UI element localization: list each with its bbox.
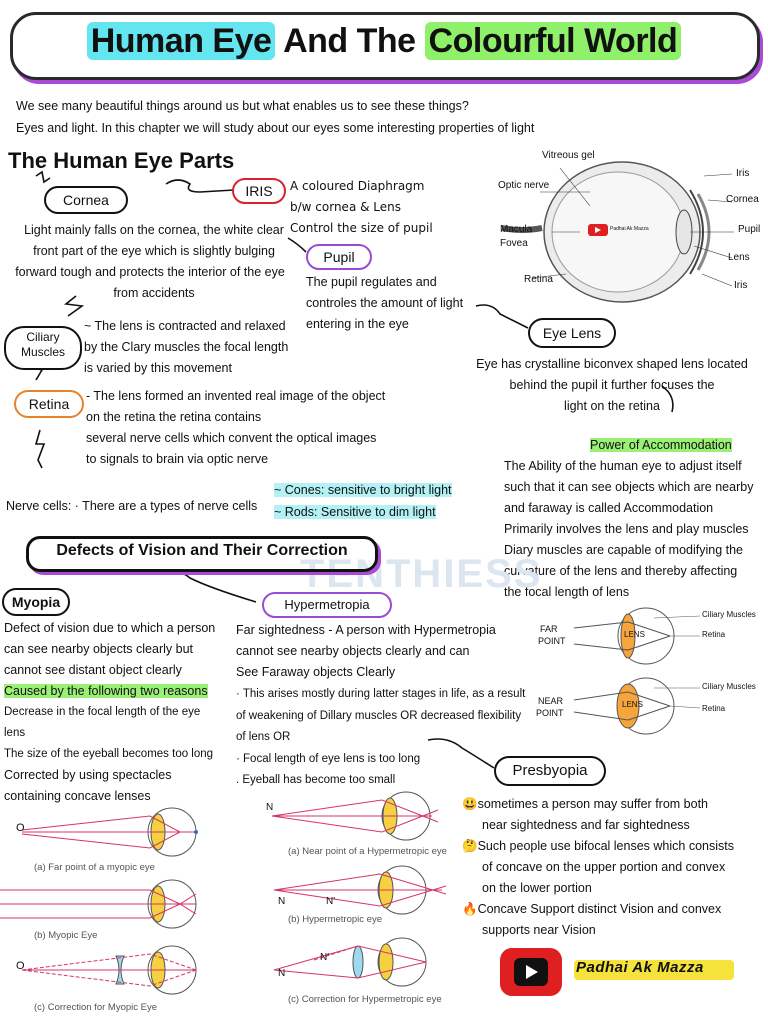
label-vitreous: Vitreous gel xyxy=(542,150,595,161)
hypermetropia-causes: · This arises mostly during latter stage… xyxy=(236,688,526,786)
myopia-correction-diagram xyxy=(21,945,197,995)
near-point-lens-diagram xyxy=(573,677,701,735)
defects-heading-frame xyxy=(26,536,378,572)
hypermetropia-svg xyxy=(271,791,447,987)
label-iris-top: Iris xyxy=(736,168,750,179)
eye-lens-text: Eye has crystalline biconvex shaped lens… xyxy=(476,357,748,413)
eye-diagram-badge: Padhai Ak Mazza xyxy=(610,226,649,232)
defects-heading: Defects of Vision and Their Correction xyxy=(56,542,348,559)
accommodation-svg xyxy=(573,607,701,735)
presbyopia-item-3: 🔥Concave Support distinct Vision and con… xyxy=(462,902,722,937)
hyper-caption-c: (c) Correction for Hypermetropic eye xyxy=(288,994,442,1005)
myopia-label: Myopia xyxy=(2,588,70,616)
hypermetropia-text: Far sightedness - A person with Hypermet… xyxy=(236,623,496,679)
hyper-n-label-c: N xyxy=(278,968,286,979)
label-fovea: Fovea xyxy=(500,238,528,249)
myopia-caption-b: (b) Myopic Eye xyxy=(34,930,98,941)
youtube-logo-icon xyxy=(500,948,562,996)
nerve-cells-text: Nerve cells: · There are a types of nerv… xyxy=(6,499,258,513)
near-lens-label: LENS xyxy=(622,700,643,709)
eye-lens-label: Eye Lens xyxy=(528,318,616,348)
hyper-n-label-a: N xyxy=(266,802,274,813)
retina-text: - The lens formed an invented real image… xyxy=(86,389,386,466)
eye-anatomy-svg xyxy=(501,161,734,303)
presbyopia-item-2: 🤔Such people use bifocal lenses which co… xyxy=(462,839,734,895)
hyper-correction-diagram xyxy=(273,937,427,987)
myopia-far-point-diagram xyxy=(21,807,198,857)
accommodation-text: The Ability of the human eye to adjust i… xyxy=(504,459,754,599)
near-retina-label: Retina xyxy=(702,704,726,713)
myopia-diagrams: O O (a) Far point of a myopic eye (b) My… xyxy=(0,807,230,1022)
myopia-svg xyxy=(0,807,198,995)
hyper-near-point-diagram xyxy=(271,791,439,841)
label-optic-nerve: Optic nerve xyxy=(498,180,550,191)
iris-text: A coloured Diaphragm b/w cornea & Lens C… xyxy=(290,179,433,235)
far-lens-label: LENS xyxy=(624,630,645,639)
myopia-caption-c: (c) Correction for Myopic Eye xyxy=(34,1002,158,1013)
ciliary-text: ~ The lens is contracted and relaxed by … xyxy=(84,319,289,375)
label-macula: Macula xyxy=(500,224,533,235)
far-ciliary-label: Ciliary Muscles xyxy=(702,610,756,619)
smile-emoji-icon: 😃 xyxy=(462,797,478,811)
accommodation-diagrams: FAR POINT LENS Ciliary Muscles Retina NE… xyxy=(530,607,766,744)
far-point-lens-diagram xyxy=(573,607,701,665)
label-lens: Lens xyxy=(728,252,750,263)
label-iris-bottom: Iris xyxy=(734,280,748,291)
label-retina: Retina xyxy=(524,274,553,285)
myopia-o-label: O xyxy=(16,822,25,834)
fire-emoji-icon: 🔥 xyxy=(462,902,478,916)
near-label: NEAR xyxy=(538,696,564,706)
pupil-text: The pupil regulates and controles the am… xyxy=(306,275,464,331)
cones-text: ~ Cones: sensitive to bright light xyxy=(274,483,452,497)
myopia-caption-a: (a) Far point of a myopic eye xyxy=(34,862,155,873)
presbyopia-label: Presbyopia xyxy=(494,756,606,786)
page-title: Human Eye And The Colourful World xyxy=(0,22,768,61)
rods-text: ~ Rods: Sensitive to dim light xyxy=(274,505,436,519)
hypermetropia-label: Hypermetropia xyxy=(262,592,392,618)
myopia-text: Defect of vision due to which a person c… xyxy=(4,621,216,803)
far-point-label: POINT xyxy=(538,636,566,646)
parts-heading: The Human Eye Parts xyxy=(8,148,235,173)
label-pupil: Pupil xyxy=(738,224,761,235)
watermark: TENTHIESS xyxy=(300,552,543,596)
myopia-o-label-2: O xyxy=(16,960,25,972)
near-point-label: POINT xyxy=(536,708,564,718)
intro-line-1: We see many beautiful things around us b… xyxy=(16,99,469,113)
hyper-n-label-b: N xyxy=(278,896,286,907)
hyper-caption-a: (a) Near point of a Hypermetropic eye xyxy=(288,846,447,857)
label-cornea: Cornea xyxy=(726,194,759,205)
brand-name: Padhai Ak Mazza xyxy=(576,959,704,976)
hyper-n-prime-label-c: N' xyxy=(320,952,330,963)
brand-highlight xyxy=(574,960,734,980)
eye-anatomy-diagram: Vitreous gel Optic nerve Macula Fovea Re… xyxy=(494,148,764,308)
intro-line-2: Eyes and light. In this chapter we will … xyxy=(16,121,535,135)
myopia-eye-diagram xyxy=(0,879,197,929)
presbyopia-items: 😃sometimes a person may suffer from both… xyxy=(462,794,762,941)
hyper-eye-diagram xyxy=(273,865,447,915)
play-icon xyxy=(514,958,548,986)
accommodation-label: Power of Accommodation xyxy=(590,438,732,452)
near-ciliary-label: Ciliary Muscles xyxy=(702,682,756,691)
ciliary-label: Ciliary Muscles xyxy=(4,326,82,370)
far-retina-label: Retina xyxy=(702,630,726,639)
iris-label: IRIS xyxy=(232,178,286,204)
cornea-text: Light mainly falls on the cornea, the wh… xyxy=(15,223,285,300)
far-label: FAR xyxy=(540,624,558,634)
pupil-label: Pupil xyxy=(306,244,372,270)
presbyopia-item-1: 😃sometimes a person may suffer from both… xyxy=(462,797,708,832)
hypermetropia-diagrams: N (a) Near point of a Hypermetropic eye … xyxy=(262,791,462,1022)
retina-label: Retina xyxy=(14,390,84,418)
hyper-n-prime-label: N' xyxy=(326,896,336,907)
hyper-caption-b: (b) Hypermetropic eye xyxy=(288,914,382,925)
cornea-label: Cornea xyxy=(44,186,128,214)
thinking-emoji-icon: 🤔 xyxy=(462,839,478,853)
